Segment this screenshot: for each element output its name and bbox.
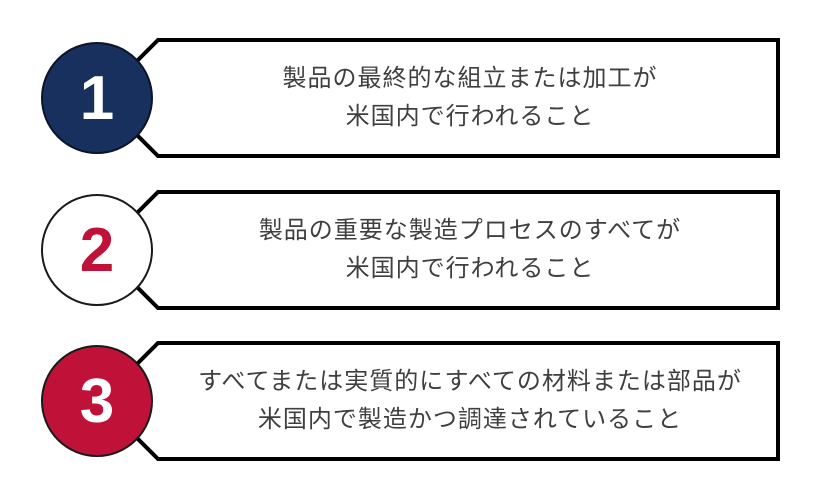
banner-shape-2 bbox=[97, 190, 780, 310]
banner-ribbon-3 bbox=[97, 341, 780, 461]
banner-text-2-line-1: 製品の重要な製造プロセスのすべてが bbox=[258, 217, 682, 244]
step-circle-3: 3 bbox=[41, 345, 153, 457]
step-number-3: 3 bbox=[79, 366, 115, 436]
step-circle-1: 1 bbox=[41, 42, 153, 154]
banner-text-1-line-1: 製品の最終的な組立または加工が bbox=[282, 65, 658, 92]
step-circle-2: 2 bbox=[41, 194, 153, 306]
step-number-1: 1 bbox=[79, 63, 115, 133]
banner-text-1-line-2: 米国内で行われること bbox=[345, 103, 595, 130]
banner-text-2-line-2: 米国内で行われること bbox=[345, 255, 595, 282]
banner-shape-3 bbox=[97, 341, 780, 461]
banner-shape-1 bbox=[97, 38, 780, 158]
banner-text-3: すべてまたは実質的にすべての材料または部品が 米国内で製造かつ調達されていること bbox=[170, 347, 770, 455]
banner-ribbon-2 bbox=[97, 190, 780, 310]
banner-text-2: 製品の重要な製造プロセスのすべてが 米国内で行われること bbox=[170, 196, 770, 304]
banner-text-1: 製品の最終的な組立または加工が 米国内で行われること bbox=[170, 44, 770, 152]
step-number-2: 2 bbox=[79, 215, 115, 285]
banner-text-3-line-1: すべてまたは実質的にすべての材料または部品が bbox=[198, 368, 742, 395]
banner-text-3-line-2: 米国内で製造かつ調達されていること bbox=[257, 406, 683, 433]
banner-ribbon-1 bbox=[97, 38, 780, 158]
